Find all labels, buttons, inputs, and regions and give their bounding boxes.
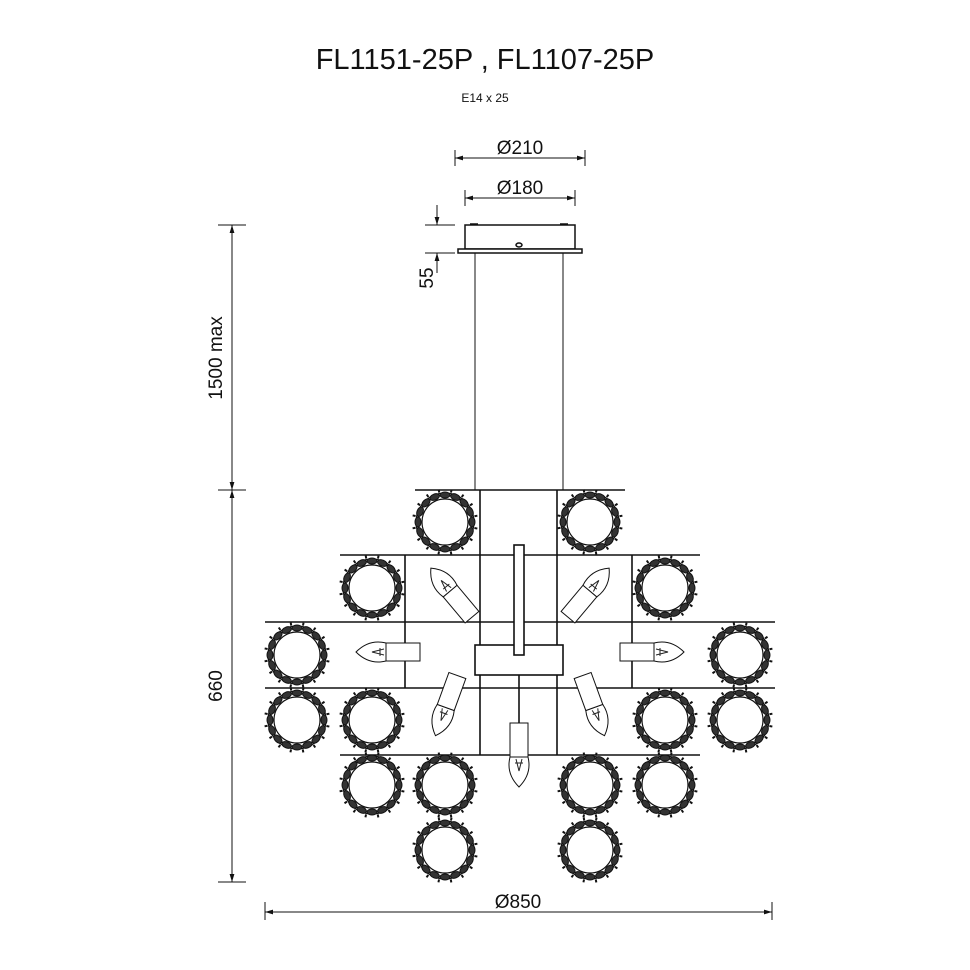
crystal-ring (707, 687, 773, 753)
crystal-ring (339, 687, 405, 753)
candle-bulb (619, 641, 685, 663)
drawing-subtitle: E14 x 25 (461, 91, 509, 105)
crystal-ring (412, 817, 478, 883)
label-cable-length: 1500 max (206, 316, 227, 400)
crystal-ring (557, 817, 623, 883)
label-body-height: 660 (206, 670, 227, 702)
frame (265, 489, 775, 756)
crystal-ring (632, 555, 698, 621)
canopy (457, 223, 583, 254)
crystal-ring (557, 752, 623, 818)
candle-bulb (431, 671, 467, 737)
label-diameter: Ø850 (495, 892, 541, 913)
crystal-ring (557, 489, 623, 555)
crystal-ring (632, 752, 698, 818)
candle-bulb (355, 641, 421, 663)
crystal-ring (264, 622, 330, 688)
suspension-cables (474, 253, 564, 490)
candle-bulb (573, 671, 609, 737)
label-canopy-inner: Ø180 (497, 178, 543, 199)
candle-bulb (508, 722, 530, 788)
label-canopy-outer: Ø210 (497, 138, 543, 159)
candle-bulb (430, 567, 480, 624)
crystal-ring (412, 752, 478, 818)
dim-canopy-height (425, 205, 455, 273)
crystal-ring (412, 489, 478, 555)
dim-canopy-outer (454, 150, 586, 166)
dim-diameter (264, 902, 773, 920)
crystal-ring (339, 752, 405, 818)
crystal-ring (707, 622, 773, 688)
crystal-ring (632, 687, 698, 753)
crystal-ring (339, 555, 405, 621)
candle-bulb (560, 567, 610, 624)
drawing-title: FL1151-25P , FL1107-25P (315, 44, 655, 76)
dim-canopy-inner (464, 190, 576, 206)
dim-body-height (218, 490, 246, 883)
crystal-ring (264, 687, 330, 753)
label-canopy-height: 55 (417, 267, 438, 288)
